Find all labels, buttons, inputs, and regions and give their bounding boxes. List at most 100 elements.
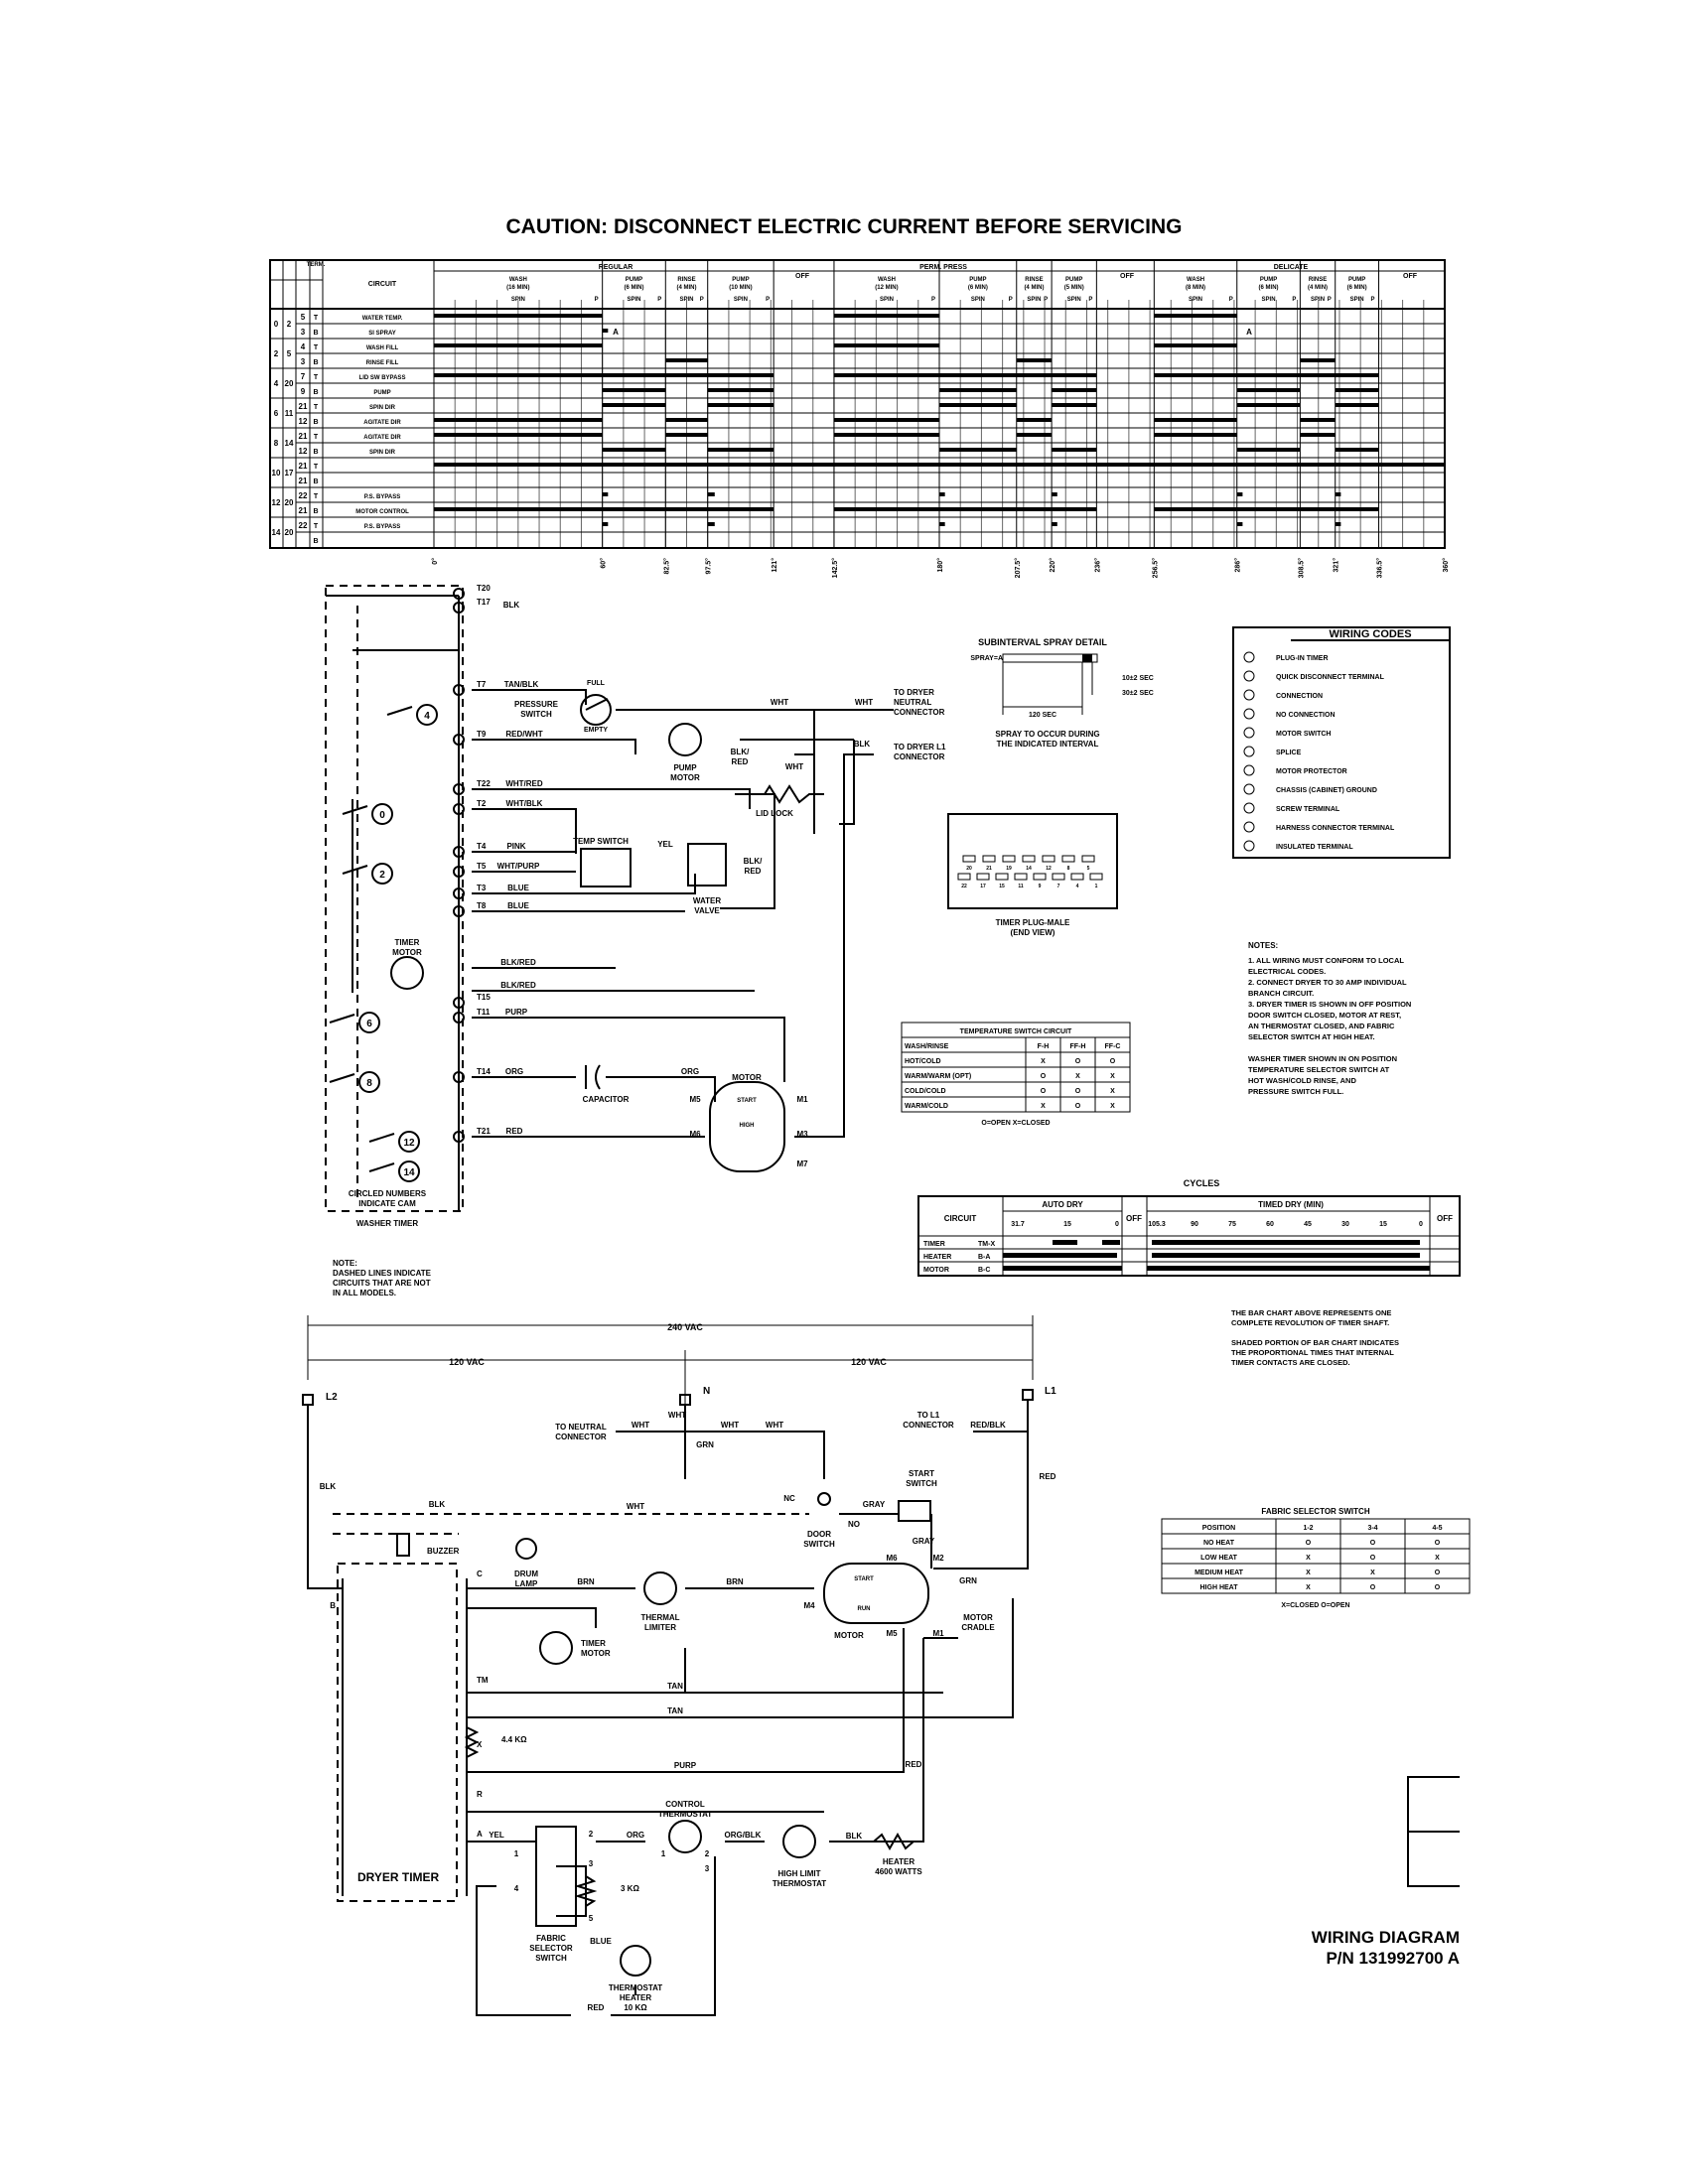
- d-wire-blk-2: BLK: [429, 1500, 446, 1509]
- timer-bar: [939, 492, 945, 496]
- timer-bar: [665, 358, 708, 362]
- timed-tick: 90: [1191, 1221, 1198, 1228]
- timed-tick: 60: [1266, 1221, 1274, 1228]
- fabric-cell: X: [1435, 1555, 1440, 1562]
- timer-bar: [602, 522, 609, 526]
- timer-bar: [939, 522, 945, 526]
- cycles-off: OFF: [1126, 1214, 1142, 1223]
- p-label: P: [1044, 297, 1048, 303]
- row-fixed: 21: [299, 462, 308, 471]
- chart-subheader: PUMP(6 MIN): [624, 277, 643, 291]
- timer-bar: [707, 492, 715, 496]
- code-symbol: [1243, 783, 1255, 795]
- timer-bar: [1236, 522, 1243, 526]
- plug-terminal: [453, 602, 465, 614]
- spin-label: SPIN: [1027, 297, 1041, 303]
- temp-cell: O: [1075, 1088, 1081, 1095]
- fabric-cell: O: [1435, 1540, 1441, 1547]
- row-fixed: 21: [299, 506, 308, 515]
- d-wire-grn-1: GRN: [696, 1440, 714, 1449]
- code-symbol: [1243, 802, 1255, 814]
- row-contact: B: [313, 449, 318, 456]
- v240-label: 240 VAC: [667, 1322, 703, 1332]
- wire-label-red: RED: [506, 1127, 523, 1136]
- timer-term-x: X: [477, 1740, 483, 1749]
- auto-dry-header: AUTO DRY: [1042, 1200, 1083, 1209]
- timer-bar: [707, 522, 715, 526]
- timer-term-tm: TM: [477, 1676, 489, 1685]
- row-active: 2: [287, 320, 292, 329]
- row-circuit: SI SPRAY: [368, 331, 395, 337]
- row-circuit: SPIN DIR: [369, 450, 396, 456]
- p-label: P: [657, 297, 661, 303]
- capacitor-label: CAPACITOR: [583, 1095, 630, 1104]
- fabric-cell: O: [1435, 1584, 1441, 1591]
- fabric-legend: X=CLOSED O=OPEN: [1281, 1602, 1349, 1609]
- wire-label-whtblk: WHT/BLK: [506, 799, 543, 808]
- timer-bar: [1154, 507, 1379, 511]
- row-circuit: WASH FILL: [366, 345, 399, 351]
- chart-subheader: WASH(16 MIN): [506, 277, 529, 291]
- wire-label-org-2: ORG: [681, 1067, 699, 1076]
- timer-bar: [1052, 492, 1057, 496]
- chart-subheader: WASH(8 MIN): [1186, 277, 1205, 291]
- temp-cell: O: [1110, 1058, 1116, 1065]
- row-fixed: 22: [299, 521, 308, 530]
- fs-num-1: 1: [514, 1849, 519, 1858]
- d-wire-brn-2: BRN: [726, 1577, 744, 1586]
- row-circuit: AGITATE DIR: [363, 435, 401, 441]
- note-line: WASHER TIMER SHOWN IN ON POSITION: [1248, 1054, 1397, 1063]
- degree-label: 82.5°: [662, 558, 670, 575]
- spray-t1: 10±2 SEC: [1122, 675, 1154, 682]
- timed-tick: 0: [1419, 1221, 1423, 1228]
- wire-label-pink: PINK: [506, 842, 525, 851]
- timer-bar: [1236, 403, 1301, 407]
- row-end: 6: [274, 409, 279, 418]
- wire-label-tanblk: TAN/BLK: [504, 680, 539, 689]
- plug-pin-number: 8: [1067, 866, 1070, 872]
- p-label: P: [766, 297, 770, 303]
- fs-num-2: 2: [589, 1830, 594, 1839]
- wire-label-org-1: ORG: [505, 1067, 523, 1076]
- plug-terminal: [453, 1131, 465, 1143]
- heater: [873, 1832, 914, 1851]
- degree-label: 142.5°: [831, 558, 839, 579]
- spin-label: SPIN: [971, 297, 985, 303]
- code-symbol: [1243, 708, 1255, 720]
- spray-detail: SUBINTERVAL SPRAY DETAIL SPRAY=A 10±2 SE…: [970, 637, 1153, 749]
- row-active: 5: [287, 349, 292, 358]
- section-regular: REGULAR: [599, 264, 633, 271]
- note-line: DOOR SWITCH CLOSED, MOTOR AT REST,: [1248, 1011, 1401, 1020]
- motor-term-m5: M5: [689, 1095, 701, 1104]
- wiring-code-item: MOTOR PROTECTOR: [1276, 768, 1347, 775]
- d-wire-wht-5: WHT: [627, 1502, 644, 1511]
- cam-circle: [398, 1160, 420, 1182]
- d-wire-red-2: RED: [906, 1760, 922, 1769]
- degree-label: 336.5°: [1376, 558, 1384, 579]
- spin-label: SPIN: [1262, 297, 1276, 303]
- p-label: P: [1328, 297, 1332, 303]
- row-fixed: 9: [301, 387, 306, 396]
- wiring-code-item: CONNECTION: [1276, 693, 1323, 700]
- fabric-cell: X: [1370, 1570, 1375, 1576]
- note-line: HOT WASH/COLD RINSE, AND: [1248, 1076, 1356, 1085]
- terminal-label: T9: [477, 730, 487, 739]
- degree-label: 121°: [771, 558, 778, 573]
- row-circuit: MOTOR CONTROL: [355, 509, 409, 515]
- p-label: P: [1292, 297, 1296, 303]
- off-label-2: OFF: [1120, 273, 1135, 280]
- row-contact: B: [313, 330, 318, 337]
- timed-tick: 105.3: [1148, 1221, 1166, 1228]
- d-wire-gray-2: GRAY: [913, 1537, 935, 1546]
- row-active: 20: [285, 379, 294, 388]
- timer-bar: [1335, 522, 1341, 526]
- temp-cell: X: [1110, 1088, 1115, 1095]
- timer-bar: [1052, 522, 1057, 526]
- dryer-timer-label: DRYER TIMER: [357, 1870, 440, 1884]
- degree-label: 286°: [1234, 558, 1242, 573]
- d-wire-blk-3: BLK: [846, 1832, 863, 1841]
- wiring-codes-title: WIRING CODES: [1329, 628, 1411, 640]
